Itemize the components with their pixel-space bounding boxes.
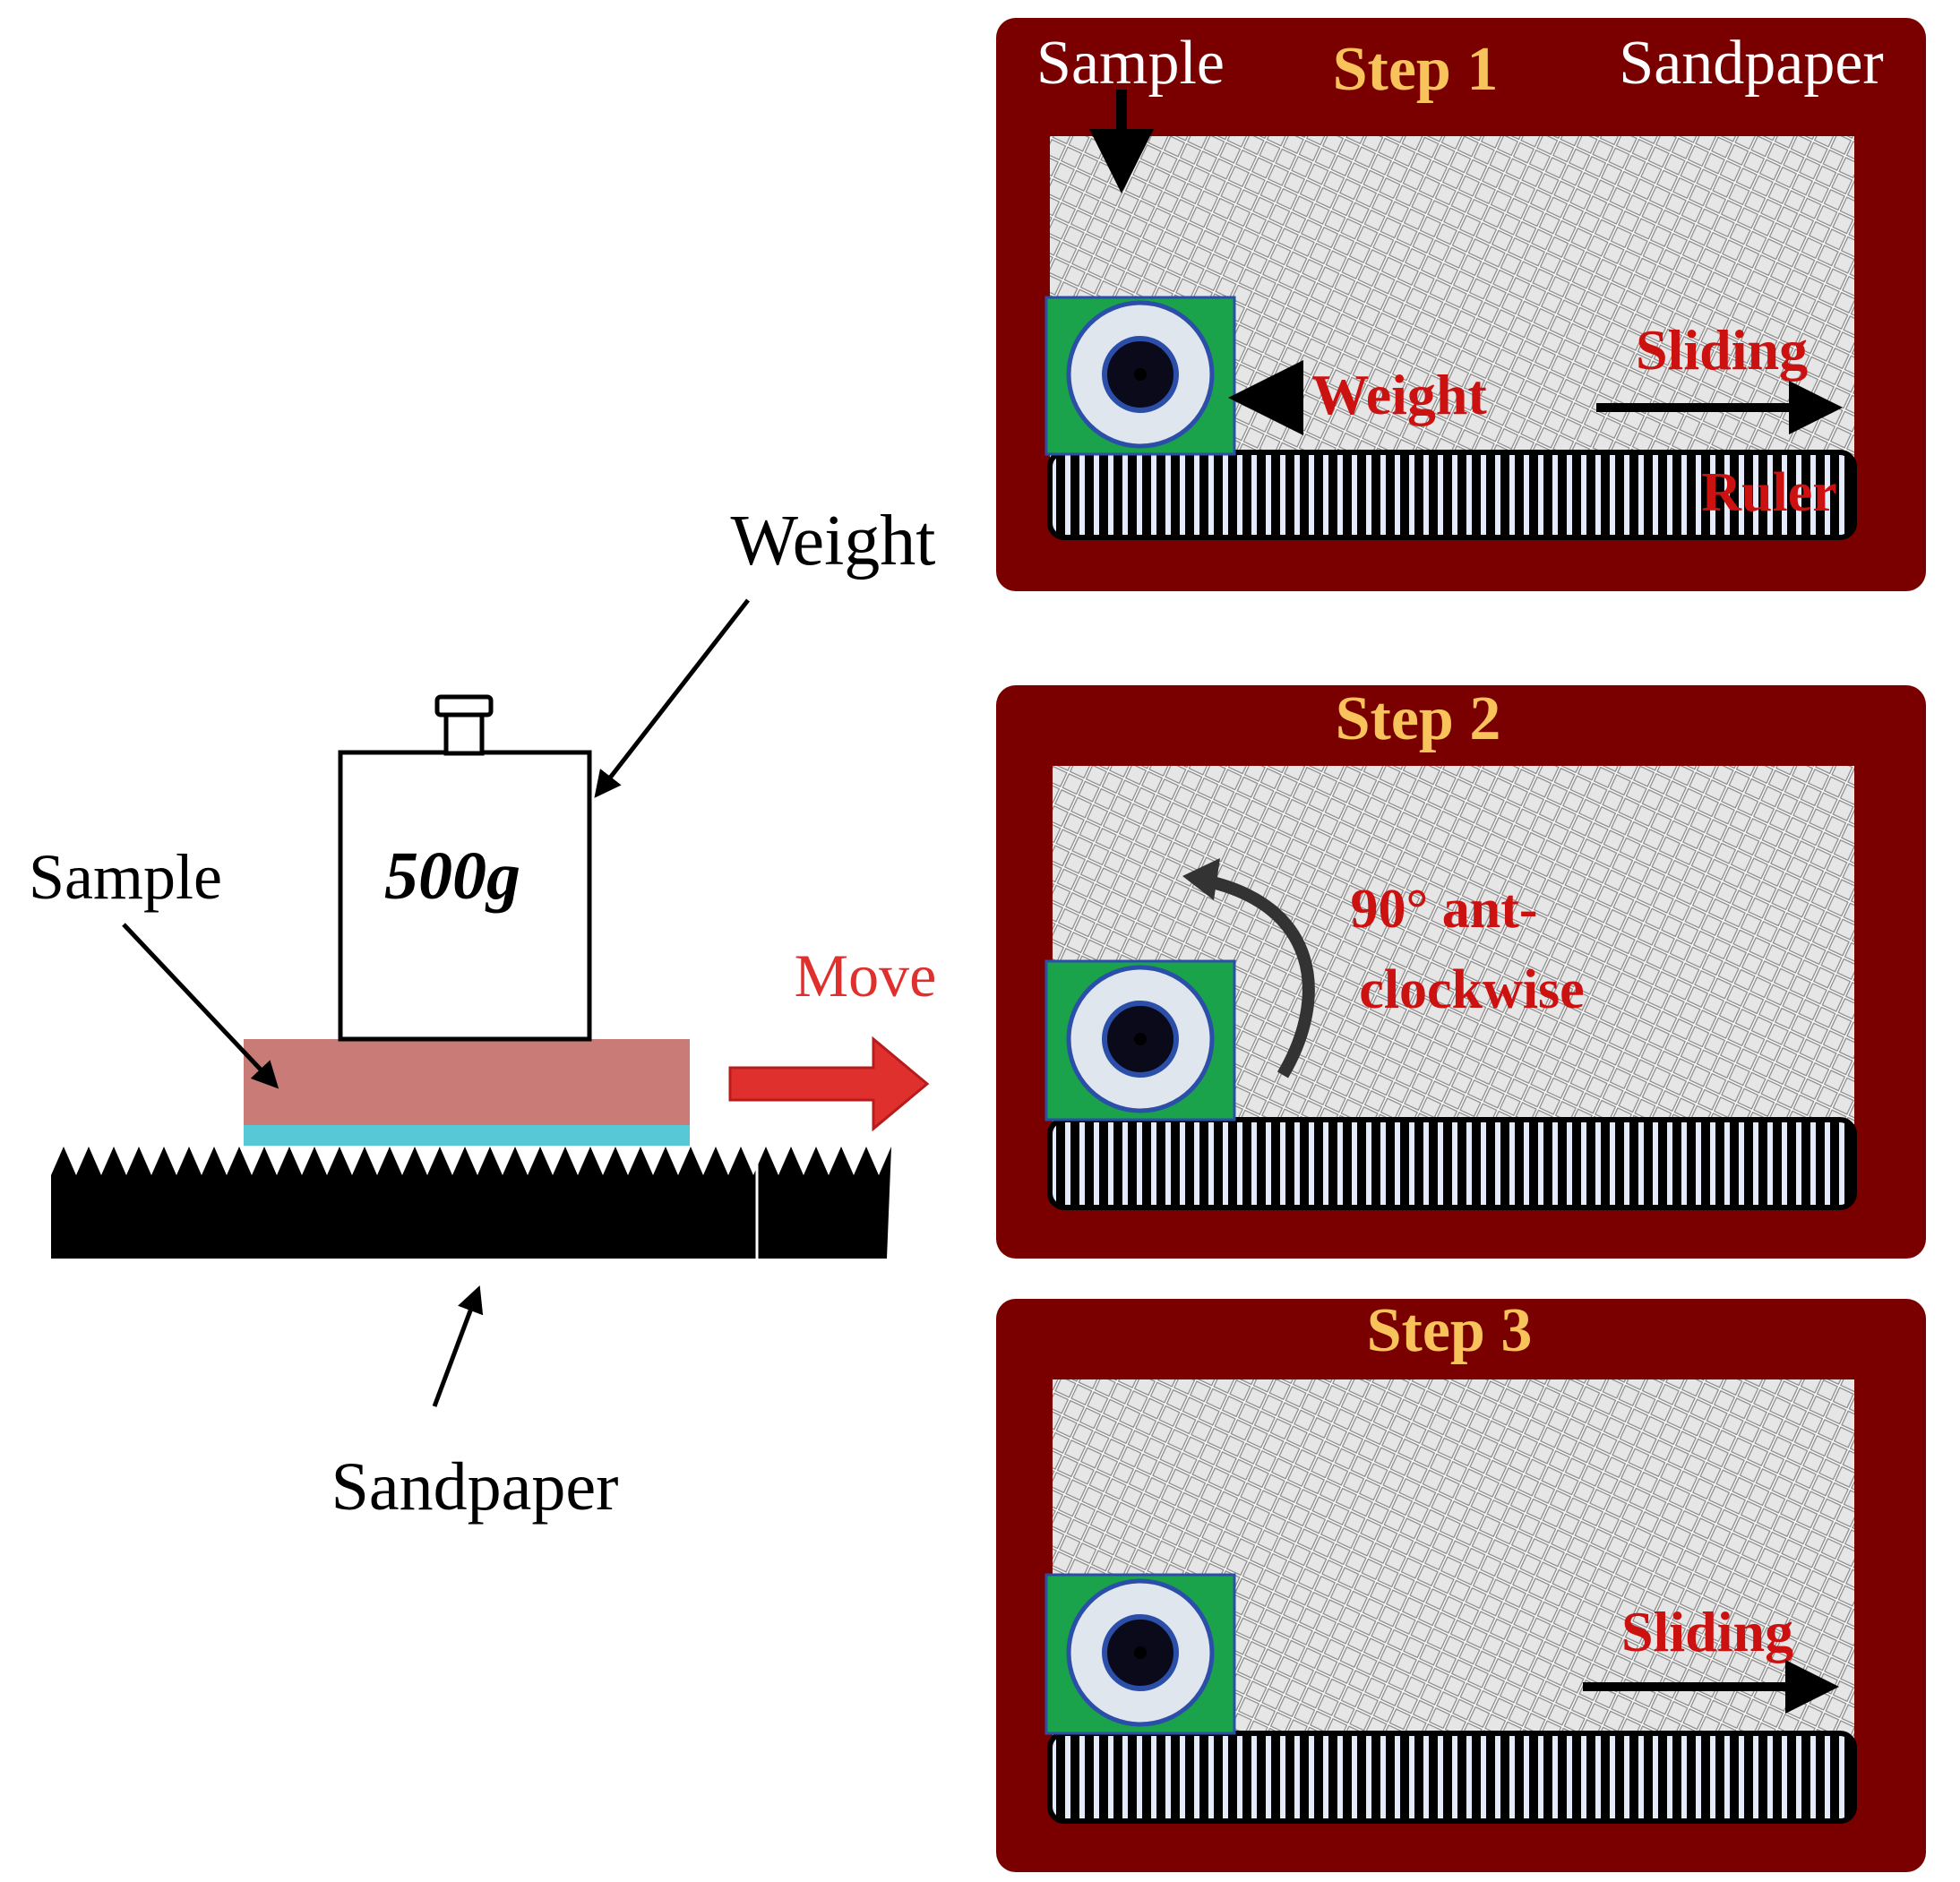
- step-title: Step 3: [1367, 1296, 1533, 1365]
- panel-weight-label: Weight: [1311, 363, 1487, 426]
- weight-label: Weight: [730, 502, 935, 580]
- ruler-scale: [1047, 1731, 1857, 1824]
- rotation-line-1: 90° ant-: [1350, 879, 1537, 940]
- sliding-label: Sliding: [1621, 1600, 1793, 1663]
- move-arrow-icon: [728, 1036, 930, 1132]
- weight-holder: [1044, 1573, 1236, 1735]
- step-3-panel: Step 3 Sliding: [996, 1296, 1926, 1872]
- sandpaper-pointer-arrow: [432, 1285, 484, 1407]
- sample-film: [244, 1124, 690, 1146]
- mass-label: 500g: [384, 838, 520, 914]
- panel-sample-label: Sample: [1036, 29, 1225, 98]
- sliding-label: Sliding: [1636, 318, 1808, 382]
- weight-holder: [1044, 959, 1236, 1121]
- step-title: Step 1: [1333, 35, 1499, 104]
- sandpaper-base: [51, 1147, 891, 1259]
- ruler-scale: [1047, 450, 1857, 540]
- weight-holder: [1044, 296, 1236, 456]
- move-label: Move: [795, 941, 937, 1010]
- ruler-scale: [1047, 1117, 1857, 1210]
- ruler-label: Ruler: [1701, 462, 1837, 523]
- sample-label: Sample: [29, 841, 222, 913]
- rotation-arrow-icon: [1203, 874, 1315, 1078]
- left-schematic: 500g Weight Sample Move Sandpaper: [29, 502, 936, 1525]
- weight-block: 500g: [338, 694, 592, 1042]
- sample-pointer-arrow: [122, 923, 279, 1089]
- sandpaper-label: Sandpaper: [331, 1449, 619, 1525]
- rotation-line-2: clockwise: [1359, 959, 1584, 1020]
- panel-sandpaper-label: Sandpaper: [1619, 29, 1883, 98]
- step-2-panel: Step 2 90° ant- clockwise: [996, 684, 1926, 1259]
- step-title: Step 2: [1336, 684, 1501, 753]
- step-1-panel: Step 1 Sample Sandpaper Weight Sliding R…: [996, 18, 1926, 591]
- sample-block: [244, 1039, 690, 1125]
- weight-pointer-arrow: [594, 598, 750, 798]
